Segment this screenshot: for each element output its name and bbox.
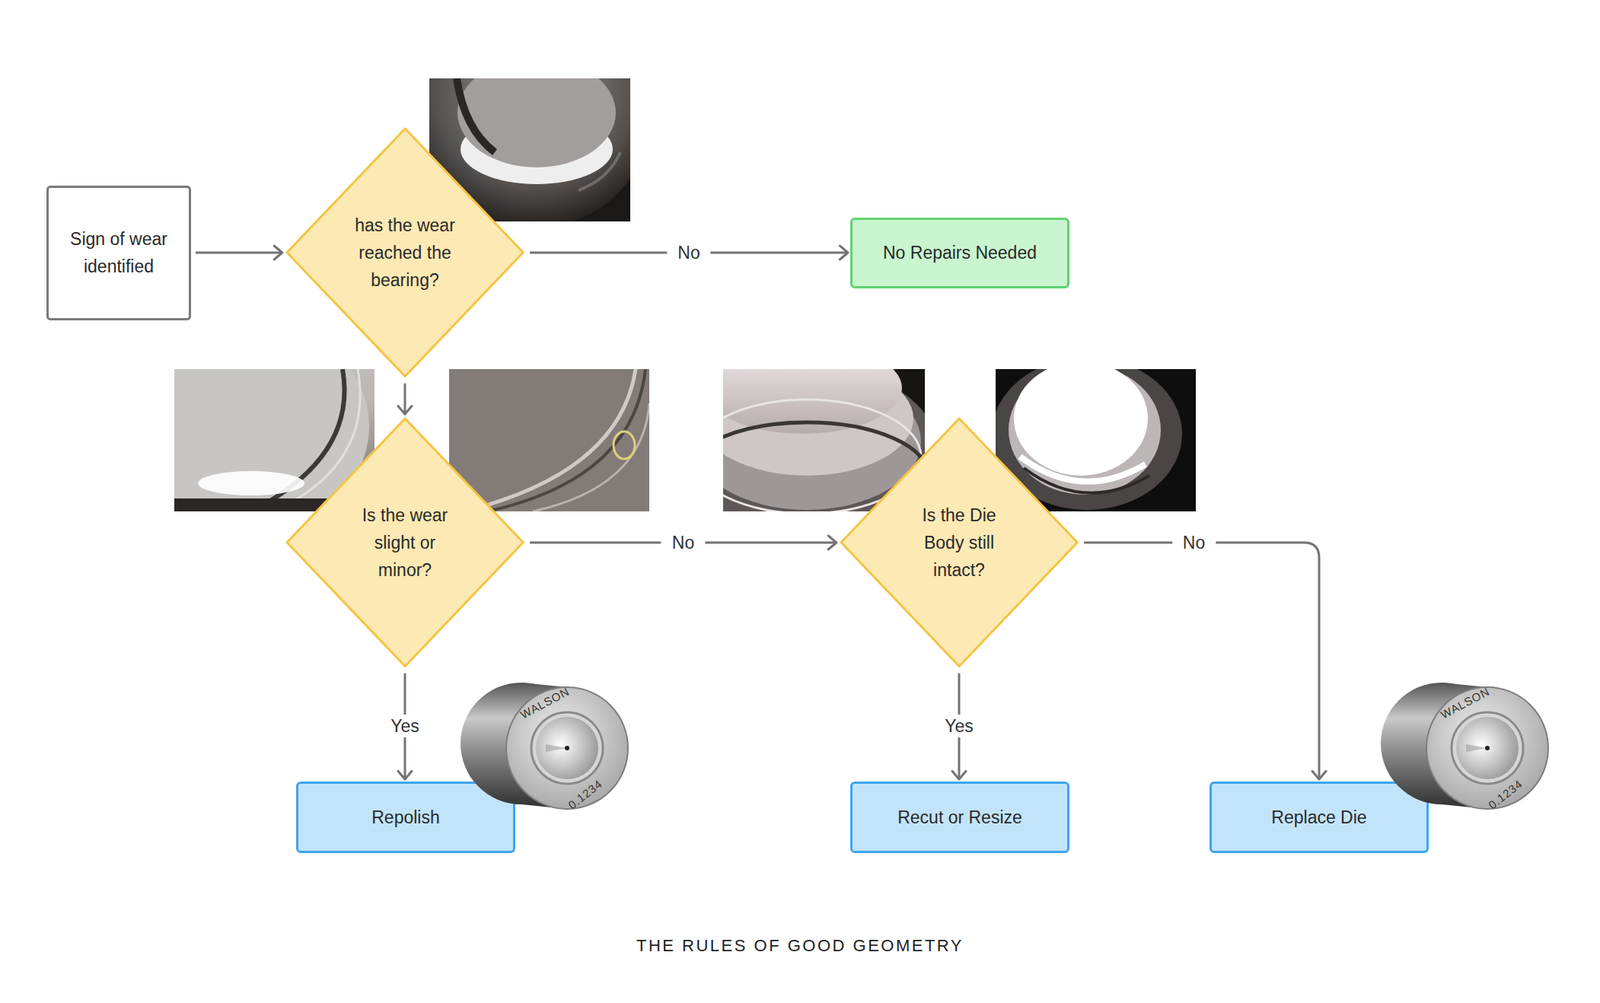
- engraved-text: 0.1234: [565, 777, 606, 813]
- node-text-block: Recut or Resize: [897, 803, 1023, 832]
- die-illustration: [460, 682, 628, 810]
- start-box: Sign of wear identified: [46, 185, 192, 321]
- engraved-text: 0.1234: [1485, 777, 1526, 813]
- decision-diamond: has the wear reached the bearing?: [284, 126, 526, 379]
- connector-line: [1083, 542, 1320, 780]
- end-box: No Repairs Needed: [850, 217, 1070, 289]
- node-text-block: Replace Die: [1271, 803, 1367, 832]
- engraved-text: WALSON: [1438, 685, 1493, 723]
- diamond-outline: [286, 128, 523, 377]
- node-text-block: Is the Die Body still intact?: [901, 501, 1017, 584]
- diamond-outline: [286, 418, 523, 667]
- arrow-head: [952, 771, 966, 780]
- diagram-caption: THE RULES OF GOOD GEOMETRY: [0, 934, 1600, 958]
- action-box: Repolish: [296, 781, 516, 854]
- die-illustration: [1380, 682, 1549, 810]
- arrow-head: [828, 535, 837, 550]
- connector-line: [403, 383, 406, 415]
- node-text-block: Repolish: [371, 803, 440, 832]
- node-label: Replace Die: [1271, 803, 1367, 832]
- edge-label: No: [1172, 531, 1216, 555]
- node-label: Is the Die Body still intact?: [901, 501, 1017, 584]
- node-label: Is the wear slight or minor?: [347, 501, 463, 584]
- node-text-block: Sign of wear identified: [61, 225, 176, 281]
- arrow-head: [1312, 771, 1326, 780]
- action-box: Replace Die: [1209, 781, 1429, 854]
- decision-diamond: Is the Die Body still intact?: [838, 416, 1080, 669]
- node-label: No Repairs Needed: [882, 239, 1037, 267]
- engraved-text: WALSON: [518, 685, 573, 723]
- node-text-block: Is the wear slight or minor?: [347, 501, 463, 584]
- node-label: Sign of wear identified: [61, 225, 176, 281]
- node-label: Repolish: [371, 803, 440, 832]
- arrow-head: [398, 406, 412, 415]
- flow-connector: [1083, 542, 1326, 780]
- connector-line: [195, 251, 283, 255]
- node-text-block: has the wear reached the bearing?: [347, 211, 463, 294]
- node-text-block: No Repairs Needed: [882, 239, 1037, 267]
- decision-diamond: Is the wear slight or minor?: [284, 416, 526, 669]
- node-label: Recut or Resize: [897, 803, 1023, 832]
- arrow-head: [839, 245, 848, 260]
- arrow-head: [274, 245, 283, 260]
- node-label: has the wear reached the bearing?: [347, 211, 463, 294]
- edge-label: No: [666, 241, 711, 265]
- edge-label: No: [661, 531, 705, 555]
- wear-photo: [449, 369, 650, 512]
- flow-connector: [398, 383, 412, 415]
- action-box: Recut or Resize: [850, 781, 1070, 854]
- edge-label: Yes: [379, 714, 431, 738]
- edge-label: Yes: [933, 714, 985, 738]
- flow-connector: [195, 245, 283, 260]
- diamond-outline: [841, 418, 1078, 667]
- arrow-head: [398, 771, 412, 780]
